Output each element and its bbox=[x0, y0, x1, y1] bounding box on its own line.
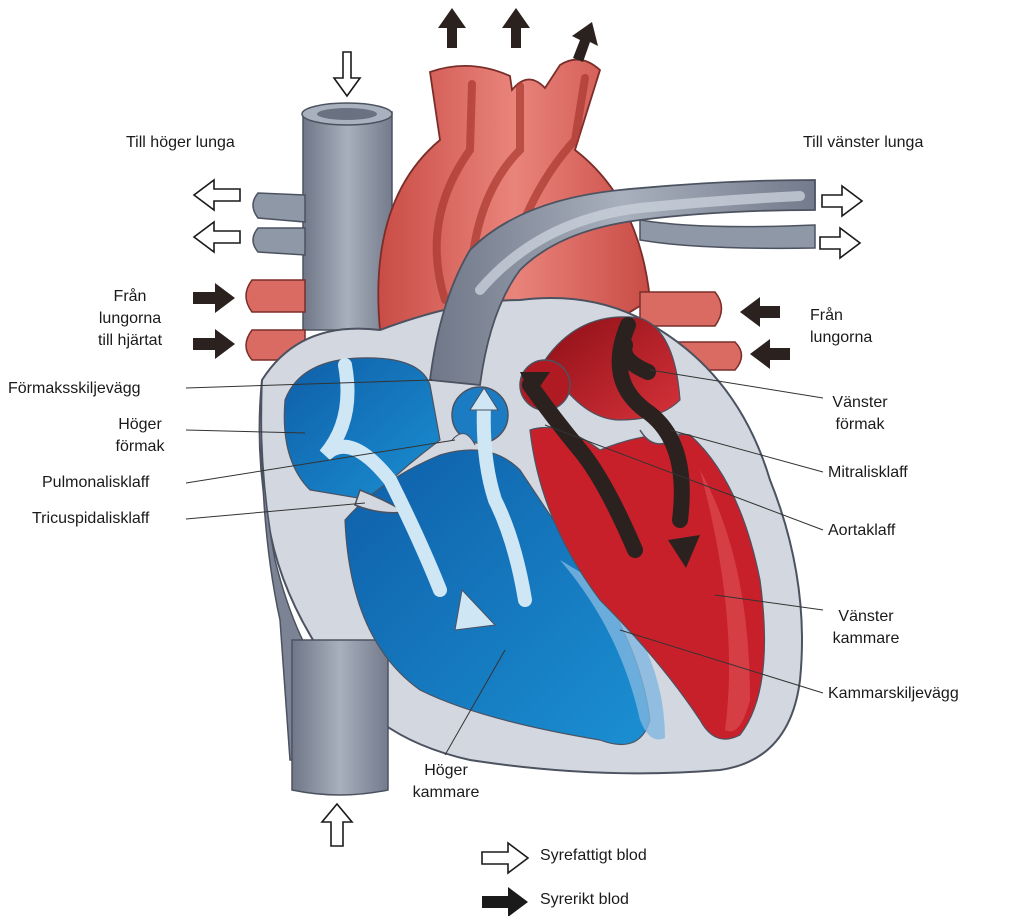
label-from-lungs-right: Från lungorna bbox=[810, 305, 872, 349]
label-ventricular-septum: Kammarskiljevägg bbox=[828, 683, 959, 705]
legend-solid-arrow-icon bbox=[482, 887, 528, 916]
legend-deoxygenated-label: Syrefattigt blod bbox=[540, 847, 647, 865]
label-left-ventricle: Vänster kammare bbox=[818, 606, 914, 650]
label-right-atrium: Höger förmak bbox=[100, 414, 180, 458]
arrow-to-right-lung-2-icon bbox=[194, 222, 240, 252]
label-tricuspid-valve: Tricuspidalisklaff bbox=[32, 508, 149, 530]
arrow-into-svc-icon bbox=[334, 52, 360, 96]
label-right-lung: Till höger lunga bbox=[126, 132, 235, 154]
arrow-to-left-lung-1-icon bbox=[822, 186, 862, 216]
legend-icons bbox=[482, 843, 528, 916]
arrow-out-aorta-3-icon bbox=[572, 22, 598, 62]
arrow-from-lungs-left-1-icon bbox=[193, 283, 235, 313]
label-aortic-valve: Aortaklaff bbox=[828, 520, 895, 542]
arrow-from-lungs-left-2-icon bbox=[193, 329, 235, 359]
label-from-lungs-left: Från lungorna till hjärtat bbox=[80, 286, 180, 352]
arrow-to-left-lung-2-icon bbox=[820, 228, 860, 258]
arrow-out-aorta-2-icon bbox=[502, 8, 530, 48]
right-pulmonary-arteries bbox=[253, 193, 305, 255]
label-left-atrium: Vänster förmak bbox=[820, 392, 900, 436]
label-left-lung: Till vänster lunga bbox=[803, 132, 923, 154]
legend-oxygenated-label: Syrerikt blod bbox=[540, 891, 629, 909]
label-atrial-septum: Förmaksskiljevägg bbox=[8, 378, 140, 400]
arrow-from-lungs-right-1-icon bbox=[740, 297, 780, 327]
inferior-vena-cava bbox=[292, 640, 388, 795]
arrow-from-lungs-right-2-icon bbox=[750, 339, 790, 369]
arrow-out-aorta-1-icon bbox=[438, 8, 466, 48]
legend-oxygenated: Syrerikt blod bbox=[540, 891, 629, 909]
label-right-ventricle: Höger kammare bbox=[400, 760, 492, 804]
label-mitral-valve: Mitralisklaff bbox=[828, 462, 908, 484]
arrow-into-ivc-icon bbox=[322, 804, 352, 846]
legend-deoxygenated: Syrefattigt blod bbox=[540, 847, 647, 865]
legend-hollow-arrow-icon bbox=[482, 843, 528, 873]
label-pulmonary-valve: Pulmonalisklaff bbox=[42, 472, 149, 494]
arrow-to-right-lung-1-icon bbox=[194, 180, 240, 210]
